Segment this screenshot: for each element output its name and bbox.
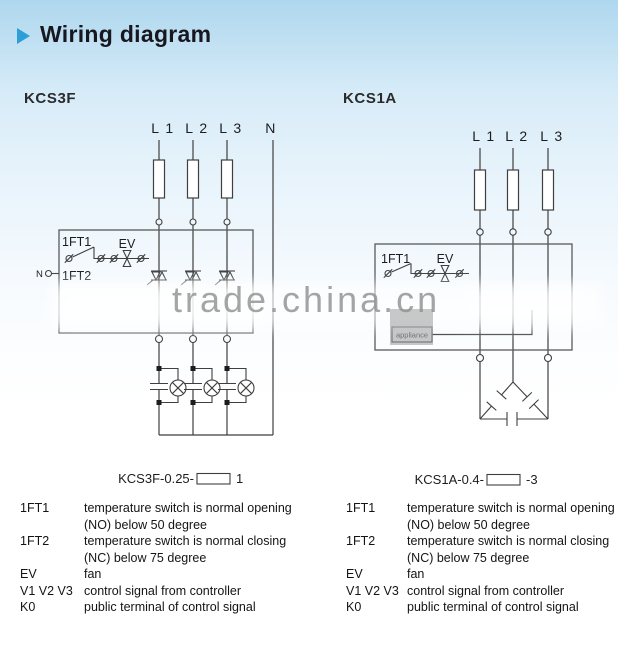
n-terminal-icon [44,269,59,278]
watermark-logo-block [390,309,433,345]
legend-desc: public terminal of control signal [84,600,256,614]
switch-1ft1-icon [64,246,149,264]
junction-node [224,366,230,371]
right-triangle-icon [17,28,30,44]
phase-label-l3: L 3 [219,120,242,136]
legend-desc: temperature switch is normal opening (NO… [84,501,292,532]
terminal-icon [475,353,485,363]
model-suffix: -3 [526,472,538,487]
lamp-icon [229,367,255,404]
phase-label-l2: L 2 [185,120,208,136]
terminal-icon [188,334,198,344]
terminal-icon [509,228,517,236]
legend-term: V1 V2 V3 [20,583,73,598]
fan-icon [122,249,132,268]
legend-desc: temperature switch is normal closing (NC… [407,534,610,565]
model-blank-box [196,472,231,485]
capacitor-delta-icon [479,381,549,426]
capacitor-icon [218,382,236,391]
switch-1ft1-icon [383,262,469,279]
terminal-icon [222,334,232,344]
fuse-icon [152,159,166,199]
terminal-icon [223,218,231,226]
capacitor-icon [184,382,202,391]
ft1-label: 1FT1 [62,235,91,249]
triac-icon [146,270,167,286]
terminal-icon [543,353,553,363]
legend-term: K0 [20,600,36,614]
phase-line-l2 [506,148,520,382]
phase-label-l2: L 2 [505,128,528,144]
legend-desc: control signal from controller [407,583,565,598]
phase-label-l1: L 1 [151,120,174,136]
diagram-title-kcs1a: KCS1A [343,90,397,107]
legend-term: EV [20,567,37,581]
lamp-icon [195,367,221,404]
phase-label-l1: L 1 [472,128,495,144]
junction-node [156,366,162,371]
legend-term: EV [346,567,363,581]
watermark-wash [55,286,270,326]
legend-term: V1 V2 V3 [346,583,399,598]
fuse-icon [220,159,234,199]
terminal-icon [155,218,163,226]
control-circuit: 1FT1 EV N 1FT2 [36,235,149,283]
model-prefix: KCS3F-0.25- [118,471,194,486]
diagram-title-kcs3f: KCS3F [24,90,77,107]
lamp-icon [161,367,187,404]
neutral-label: N [265,120,277,136]
fuse-icon [473,169,487,211]
model-suffix: 1 [236,471,243,486]
page-title: Wiring diagram [40,21,212,47]
terminal-icon [476,228,484,236]
junction-node [190,366,196,371]
terminal-icon [544,228,552,236]
junction-node [156,400,162,405]
legend-desc: public terminal of control signal [407,600,579,614]
legend-right: 1FT1 temperature switch is normal openin… [346,500,618,616]
legend-term: K0 [346,600,362,614]
phase-label-l3: L 3 [540,128,563,144]
model-label-kcs1a: KCS1A-0.4- -3 [415,472,538,487]
model-label-kcs3f: KCS3F-0.25- 1 [118,471,243,486]
n-terminal-label: N [36,269,43,280]
ft2-label: 1FT2 [62,269,91,283]
legend-desc: temperature switch is normal closing (NC… [84,534,287,565]
legend-desc: fan [407,567,425,581]
ev-label: EV [437,252,454,266]
legend-term: 1FT1 [346,501,376,515]
watermark-wash [460,288,590,324]
legend-term: 1FT2 [346,534,376,548]
legend-term: 1FT1 [20,501,50,515]
legend-desc: control signal from controller [84,583,242,598]
legend-desc: temperature switch is normal opening (NO… [407,501,615,532]
model-blank-box [486,473,521,486]
terminal-icon [154,334,164,344]
capacitor-icon [150,382,168,391]
junction-node [190,400,196,405]
legend-term: 1FT2 [20,534,50,548]
model-prefix: KCS1A-0.4- [415,472,484,487]
fuse-icon [186,159,200,199]
ev-label: EV [119,237,136,251]
controller-box [58,229,254,334]
fuse-icon [506,169,520,211]
junction-node [224,400,230,405]
fuse-icon [541,169,555,211]
terminal-icon [189,218,197,226]
triac-icon [180,270,201,286]
fan-icon [440,264,450,283]
phase-line-l2 [180,140,221,435]
ft1-label: 1FT1 [381,252,410,266]
legend-left: 1FT1 temperature switch is normal openin… [20,500,322,616]
watermark-text: trade.china.cn [172,279,441,320]
legend-desc: fan [84,567,102,581]
